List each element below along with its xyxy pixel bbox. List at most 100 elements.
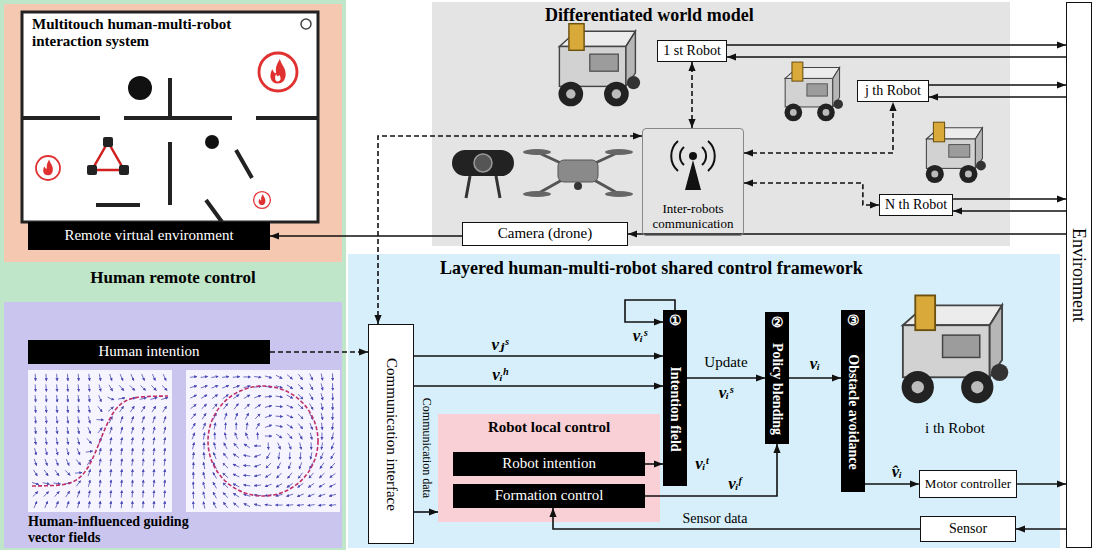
map-illustration — [119, 165, 129, 175]
layer-box: ①Intention field — [663, 310, 687, 486]
vector-arrow — [45, 459, 47, 466]
vector-arrow — [276, 406, 283, 408]
vector-arrow — [277, 463, 280, 469]
vector-arrow — [121, 469, 123, 476]
drone-image — [523, 149, 633, 197]
connector — [691, 62, 693, 128]
vector-arrow — [224, 443, 227, 449]
vector-arrow — [67, 438, 68, 445]
map-illustration — [22, 78, 318, 222]
vector-arrow — [265, 406, 272, 408]
drone-image — [605, 191, 633, 197]
vector-arrow — [153, 501, 155, 508]
map-illustration — [36, 156, 60, 180]
layer-box: ③Obstacle avoidance — [841, 310, 865, 492]
vector-arrow — [132, 501, 134, 508]
robot-image — [558, 24, 640, 107]
vector-arrow — [131, 427, 133, 434]
vector-arrow — [78, 406, 80, 413]
vector-arrow — [298, 424, 302, 429]
vector-arrow — [55, 491, 60, 496]
vector-arrow — [265, 396, 272, 398]
vector-arrow — [76, 481, 80, 487]
vector-arrow — [225, 423, 226, 430]
vector-arrow — [45, 416, 47, 423]
vector-arrow — [211, 376, 218, 378]
map-illustration — [254, 192, 271, 209]
vector-arrow — [45, 501, 48, 507]
vector-arrow — [332, 383, 333, 390]
vector-arrow — [297, 504, 304, 506]
map-illustration — [275, 74, 281, 82]
vector-arrow — [88, 374, 90, 381]
vector-arrow — [193, 492, 194, 499]
node-label: 1 st Robot — [663, 43, 721, 59]
vector-arrow — [277, 473, 282, 478]
vector-arrow — [46, 427, 47, 434]
map-illustration — [259, 53, 297, 91]
vector-arrow — [142, 459, 144, 466]
vector-arrow — [236, 423, 237, 430]
vector-arrow — [268, 442, 269, 449]
vector-arrow — [234, 503, 239, 508]
vector-arrow — [310, 423, 313, 429]
vector-arrow — [276, 434, 282, 438]
vector-arrow — [121, 427, 123, 434]
vector-arrow — [300, 452, 301, 459]
vector-arrow — [77, 448, 80, 454]
process-box: Motor controller — [919, 470, 1017, 498]
vector-arrow — [203, 502, 205, 509]
vector-arrow — [276, 505, 283, 506]
vector-arrow — [153, 438, 154, 445]
vector-arrow — [223, 463, 228, 468]
vector-arrow — [223, 502, 227, 508]
signal-symbol: vᵢˢ — [633, 327, 647, 346]
node-label: Remote virtual environment — [64, 227, 233, 244]
vector-arrow — [243, 465, 250, 466]
vector-arrow — [99, 448, 101, 455]
robot-box: 1 st Robot — [657, 40, 727, 62]
robot-image — [902, 295, 1009, 403]
map-illustration — [301, 19, 311, 29]
vector-arrow — [276, 416, 283, 417]
vector-arrow — [287, 483, 293, 487]
vector-arrow — [308, 504, 315, 506]
robot-box: j th Robot — [857, 80, 929, 102]
vector-arrow — [56, 416, 58, 423]
connector — [744, 102, 893, 153]
vector-arrow — [53, 482, 60, 484]
vector-arrow — [164, 427, 166, 434]
vector-arrow — [151, 385, 156, 390]
vector-arrow — [222, 376, 229, 378]
vector-arrow — [131, 416, 133, 423]
connector — [1016, 528, 1066, 530]
vector-arrow — [110, 501, 112, 508]
vector-arrow — [214, 433, 215, 440]
vector-arrow — [212, 404, 217, 409]
vector-arrow — [246, 433, 249, 439]
vector-arrow — [121, 448, 122, 455]
vector-arrow — [193, 472, 194, 479]
vector-arrow — [298, 374, 302, 380]
vector-arrow — [266, 463, 271, 468]
vector-field-background — [186, 370, 340, 512]
vector-arrow — [246, 423, 248, 430]
vector-arrow — [35, 406, 37, 413]
vector-arrow — [233, 464, 239, 467]
vector-arrow — [121, 459, 123, 466]
vector-arrow — [121, 501, 123, 508]
vector-arrow — [150, 398, 157, 400]
interface-box: Communication interface — [368, 324, 414, 544]
vector-arrow — [254, 475, 261, 477]
vector-arrow — [298, 404, 303, 409]
vector-arrow — [78, 384, 80, 391]
vector-arrow — [311, 442, 312, 449]
vector-arrow — [67, 384, 69, 391]
vector-arrow — [244, 494, 251, 496]
vector-arrow — [110, 374, 112, 381]
vector-arrow — [243, 376, 250, 377]
vector-arrow — [223, 493, 228, 498]
vector-arrow — [310, 433, 312, 440]
connector — [270, 351, 368, 353]
map-illustration — [259, 194, 266, 205]
